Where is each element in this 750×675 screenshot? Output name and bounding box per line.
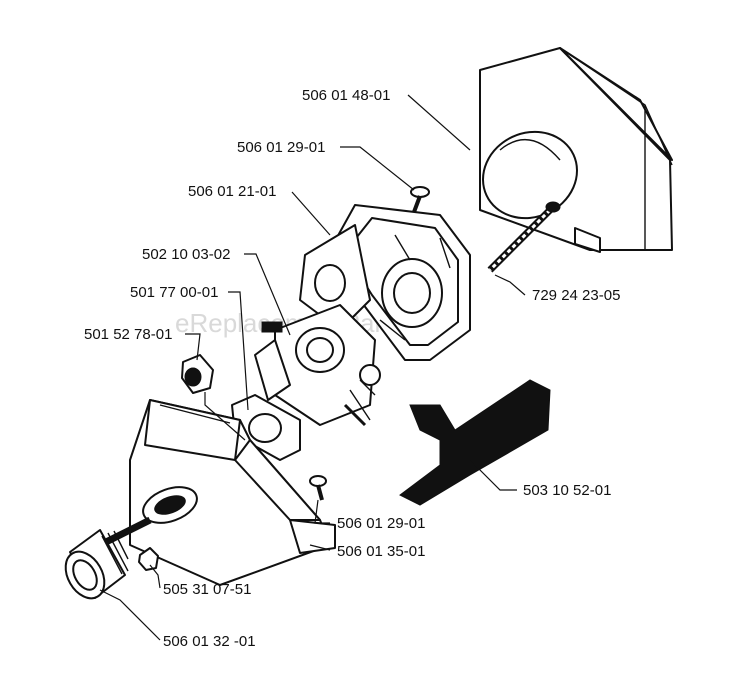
choke-lever-drawing <box>399 379 551 506</box>
flange-drawing <box>299 204 471 361</box>
carburetor-drawing <box>254 304 381 427</box>
leader-lines <box>99 94 526 641</box>
part-label-501-52-78-01: 501 52 78-01 <box>84 326 172 343</box>
air-filter-drawing <box>479 47 673 253</box>
part-label-506-01-32-01: 506 01 32 -01 <box>163 633 256 650</box>
part-label-506-01-21-01: 506 01 21-01 <box>188 183 276 200</box>
part-label-506-01-35-01: 506 01 35-01 <box>337 543 425 560</box>
part-label-505-31-07-51: 505 31 07-51 <box>163 581 251 598</box>
part-label-506-01-48-01: 506 01 48-01 <box>302 87 390 104</box>
long-screw-drawing <box>487 201 561 273</box>
part-label-503-10-52-01: 503 10 52-01 <box>523 482 611 499</box>
grommet-drawing <box>181 354 214 394</box>
part-label-729-24-23-05: 729 24 23-05 <box>532 287 620 304</box>
housing-drawing <box>98 399 336 586</box>
nut-drawing <box>138 547 159 571</box>
top-screw-drawing <box>410 186 430 213</box>
part-labels: 506 01 48-01 506 01 29-01 506 01 21-01 5… <box>84 87 620 650</box>
lower-screw-drawing <box>309 475 327 501</box>
part-label-506-01-29-01-top: 506 01 29-01 <box>237 139 325 156</box>
part-label-502-10-03-02: 502 10 03-02 <box>142 246 230 263</box>
part-label-506-01-29-01-lower: 506 01 29-01 <box>337 515 425 532</box>
filter-sleeve-drawing <box>64 529 129 600</box>
part-label-501-77-00-01: 501 77 00-01 <box>130 284 218 301</box>
